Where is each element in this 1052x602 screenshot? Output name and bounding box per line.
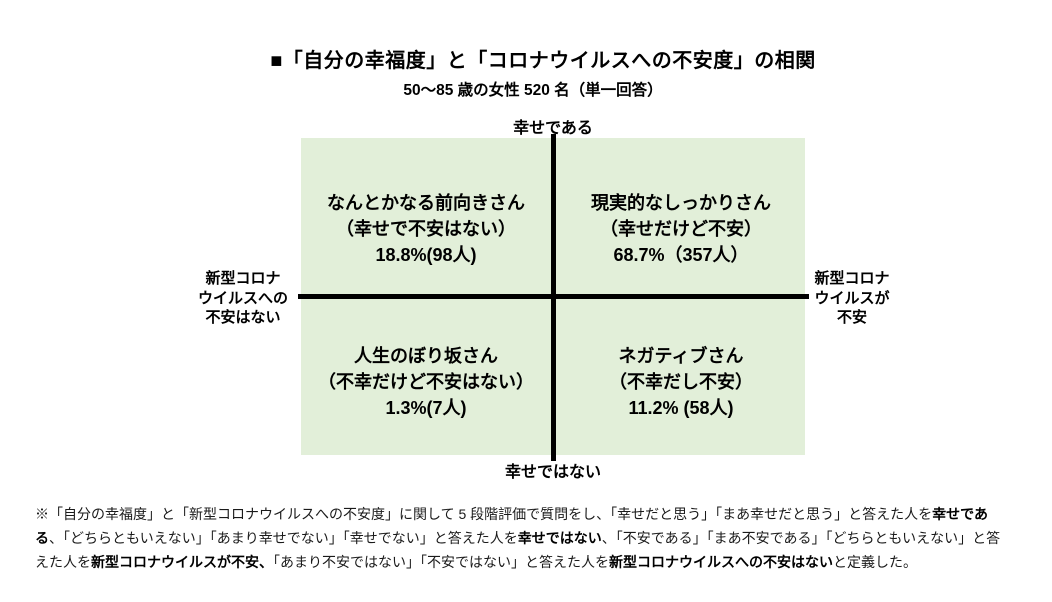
axis-label-line: ウイルスが bbox=[814, 289, 890, 307]
quadrant-description: （不幸だし不安） bbox=[609, 372, 753, 392]
axis-label-line: 新型コロナ bbox=[205, 270, 281, 287]
axis-label-line: 不安はない bbox=[205, 309, 281, 326]
footnote: ※「自分の幸福度」と「新型コロナウイルスへの不安度」に関して 5 段階評価で質問… bbox=[35, 502, 1030, 574]
footnote-line: ※「自分の幸福度」と「新型コロナウイルスへの不安度」に関して 5 段階評価で質問… bbox=[35, 506, 989, 522]
quadrant-name: ネガティブさん bbox=[618, 346, 744, 366]
horizontal-axis-line bbox=[298, 294, 809, 299]
page-subtitle: 50～85 歳の女性 520 名（単一回答） bbox=[403, 82, 663, 99]
quadrant-top-right: 現実的なしっかりさん （幸せだけど不安） 68.7%（357人） bbox=[556, 190, 806, 268]
axis-label-not-happy: 幸せではない bbox=[504, 464, 602, 481]
footnote-line: えた人を新型コロナウイルスが不安、「あまり不安ではない」「不安ではない」と答えた… bbox=[35, 554, 917, 570]
quadrant-description: （不幸だけど不安はない） bbox=[318, 372, 534, 392]
axis-label-line: ウイルスへの bbox=[197, 289, 288, 307]
footnote-line: る、「どちらともいえない」「あまり幸せでない」「幸せでない」と答えた人を幸せでは… bbox=[35, 530, 1001, 546]
quadrant-description: （幸せで不安はない） bbox=[336, 219, 516, 239]
quadrant-stat: 68.7%（357人） bbox=[613, 245, 749, 265]
quadrant-bottom-right: ネガティブさん （不幸だし不安） 11.2% (58人) bbox=[556, 343, 806, 421]
quadrant-top-left: なんとかなる前向きさん （幸せで不安はない） 18.8%(98人) bbox=[301, 190, 551, 268]
axis-label-anxious: 新型コロナ ウイルスが 不安 bbox=[752, 269, 952, 328]
page-title: ■「自分の幸福度」と「コロナウイルスへの不安度」の相関 bbox=[270, 50, 816, 72]
quadrant-name: 現実的なしっかりさん bbox=[591, 193, 771, 213]
axis-label-happy: 幸せである bbox=[513, 120, 593, 137]
quadrant-description: （幸せだけど不安） bbox=[600, 219, 762, 239]
quadrant-stat: 1.3%(7人) bbox=[385, 398, 467, 418]
quadrant-name: 人生のぼり坂さん bbox=[354, 346, 498, 366]
axis-label-line: 不安 bbox=[836, 309, 867, 326]
quadrant-stat: 18.8%(98人) bbox=[375, 245, 477, 265]
axis-label-line: 新型コロナ bbox=[814, 270, 890, 287]
axis-label-no-anxiety: 新型コロナ ウイルスへの 不安はない bbox=[143, 269, 343, 328]
quadrant-bottom-left: 人生のぼり坂さん （不幸だけど不安はない） 1.3%(7人) bbox=[301, 343, 551, 421]
quadrant-name: なんとかなる前向きさん bbox=[327, 193, 525, 213]
quadrant-stat: 11.2% (58人) bbox=[628, 398, 734, 418]
